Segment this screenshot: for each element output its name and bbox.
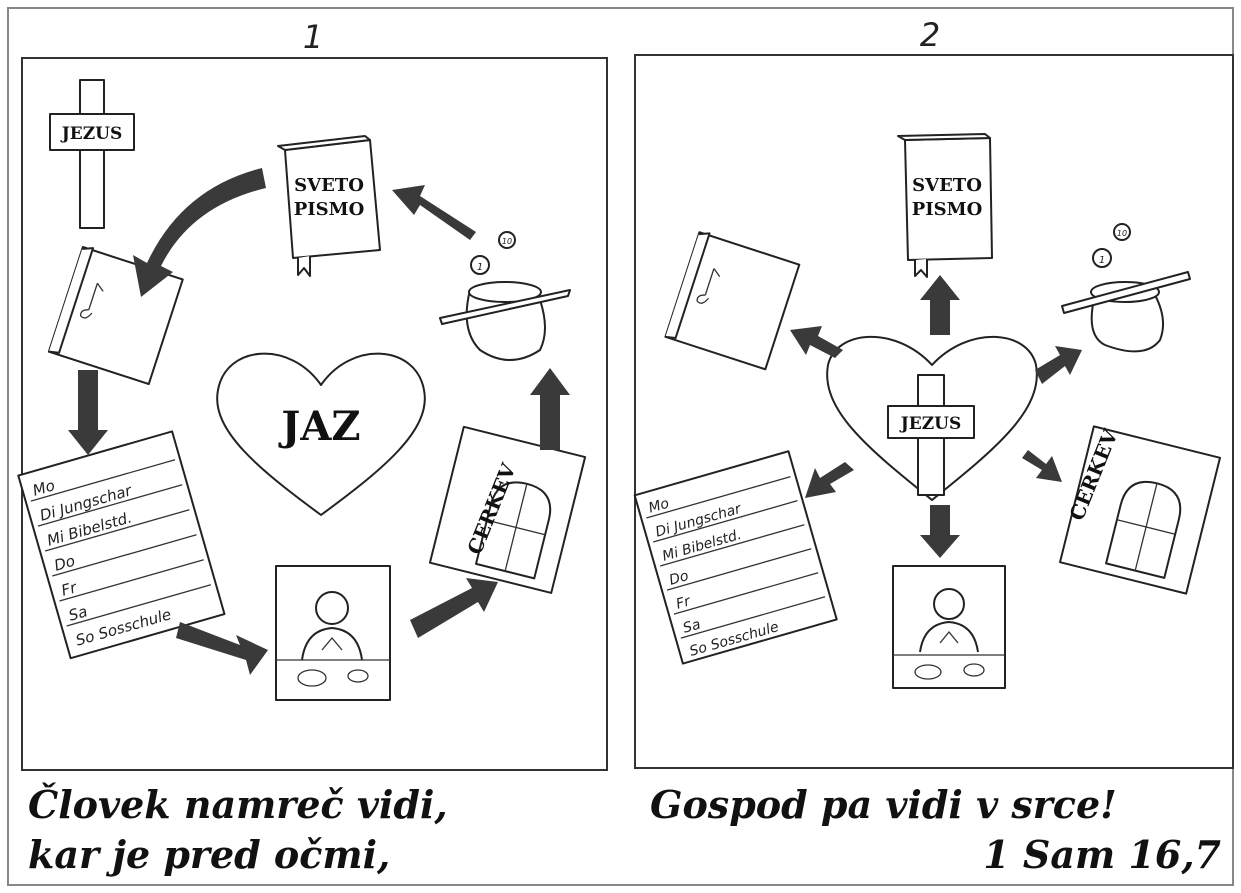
schedule-line-1: Mo	[647, 496, 671, 517]
caption-left-line-1: Človek namreč vidi,	[28, 782, 448, 827]
bible-label-line1: SVETO	[294, 175, 364, 196]
heart-label: JAZ	[278, 403, 360, 450]
schedule-line-4: Do	[52, 552, 77, 575]
schedule-line-5: Fr	[674, 593, 693, 613]
arrow-to-bible	[920, 275, 960, 335]
arrow-to-money	[1035, 346, 1082, 384]
praying-person-card-2	[892, 565, 1006, 689]
panel-1: JEZUS SVETO PISMO	[17, 57, 608, 771]
praying-person-card	[275, 565, 391, 701]
bible-book: SVETO PISMO	[277, 135, 381, 277]
panel-1-number: 1	[303, 18, 323, 56]
cross: JEZUS	[49, 79, 135, 229]
money-bag: 1 10	[439, 231, 571, 361]
church-card-2	[1058, 425, 1222, 595]
arrow-church-to-money	[530, 368, 570, 450]
arrow-money-to-bible	[392, 185, 476, 240]
cross-label: JEZUS	[60, 124, 123, 144]
arrow-to-church	[1022, 450, 1062, 482]
arrow-to-songbook	[790, 326, 843, 358]
caption-right-line-1: Gospod pa vidi v srce!	[650, 782, 1117, 827]
schedule-line-1: Mo	[31, 476, 57, 499]
arrow-schedule-to-prayer	[176, 622, 268, 675]
heart	[216, 352, 426, 516]
money-bag-2: 1 10	[1061, 223, 1191, 353]
coin-1: 1	[1099, 255, 1105, 266]
arrow-to-prayer	[920, 505, 960, 558]
caption-reference: 1 Sam 16,7	[983, 832, 1221, 877]
panel-2-number: 2	[920, 16, 940, 54]
coin-1: 1	[477, 262, 483, 273]
songbook-2	[664, 231, 801, 371]
schedule-line-6: Sa	[66, 602, 89, 624]
schedule-line-6: Sa	[681, 617, 702, 637]
panel-2: SVETO PISMO 1 10 JEZUS	[633, 54, 1234, 769]
weekly-schedule-2: Mo Di Jungschar Mi Bibelstd. Do Fr Sa So…	[633, 450, 838, 665]
bible-label-line1: SVETO	[912, 175, 982, 196]
schedule-line-4: Do	[667, 568, 690, 589]
arrow-songbook-to-schedule	[68, 370, 108, 455]
schedule-line-5: Fr	[59, 578, 79, 600]
bible-label-line2: PISMO	[912, 199, 983, 220]
coin-10: 10	[1117, 229, 1127, 238]
arrow-bible-to-songbook	[133, 168, 266, 297]
weekly-schedule: Mo Di Jungschar Mi Bibelstd. Do Fr Sa So…	[17, 430, 226, 660]
cycle-arrows	[68, 168, 570, 675]
cross-label: JEZUS	[899, 414, 962, 434]
radiating-arrows	[790, 275, 1082, 558]
arrow-prayer-to-church	[410, 578, 498, 638]
bible-book-2: SVETO PISMO	[897, 133, 993, 278]
bible-label-line2: PISMO	[294, 199, 365, 220]
caption-left-line-2: kar je pred očmi,	[28, 832, 391, 877]
church-card	[428, 425, 587, 594]
coin-10: 10	[502, 237, 512, 246]
cross-2: JEZUS	[887, 374, 975, 496]
arrow-to-schedule	[805, 462, 854, 498]
